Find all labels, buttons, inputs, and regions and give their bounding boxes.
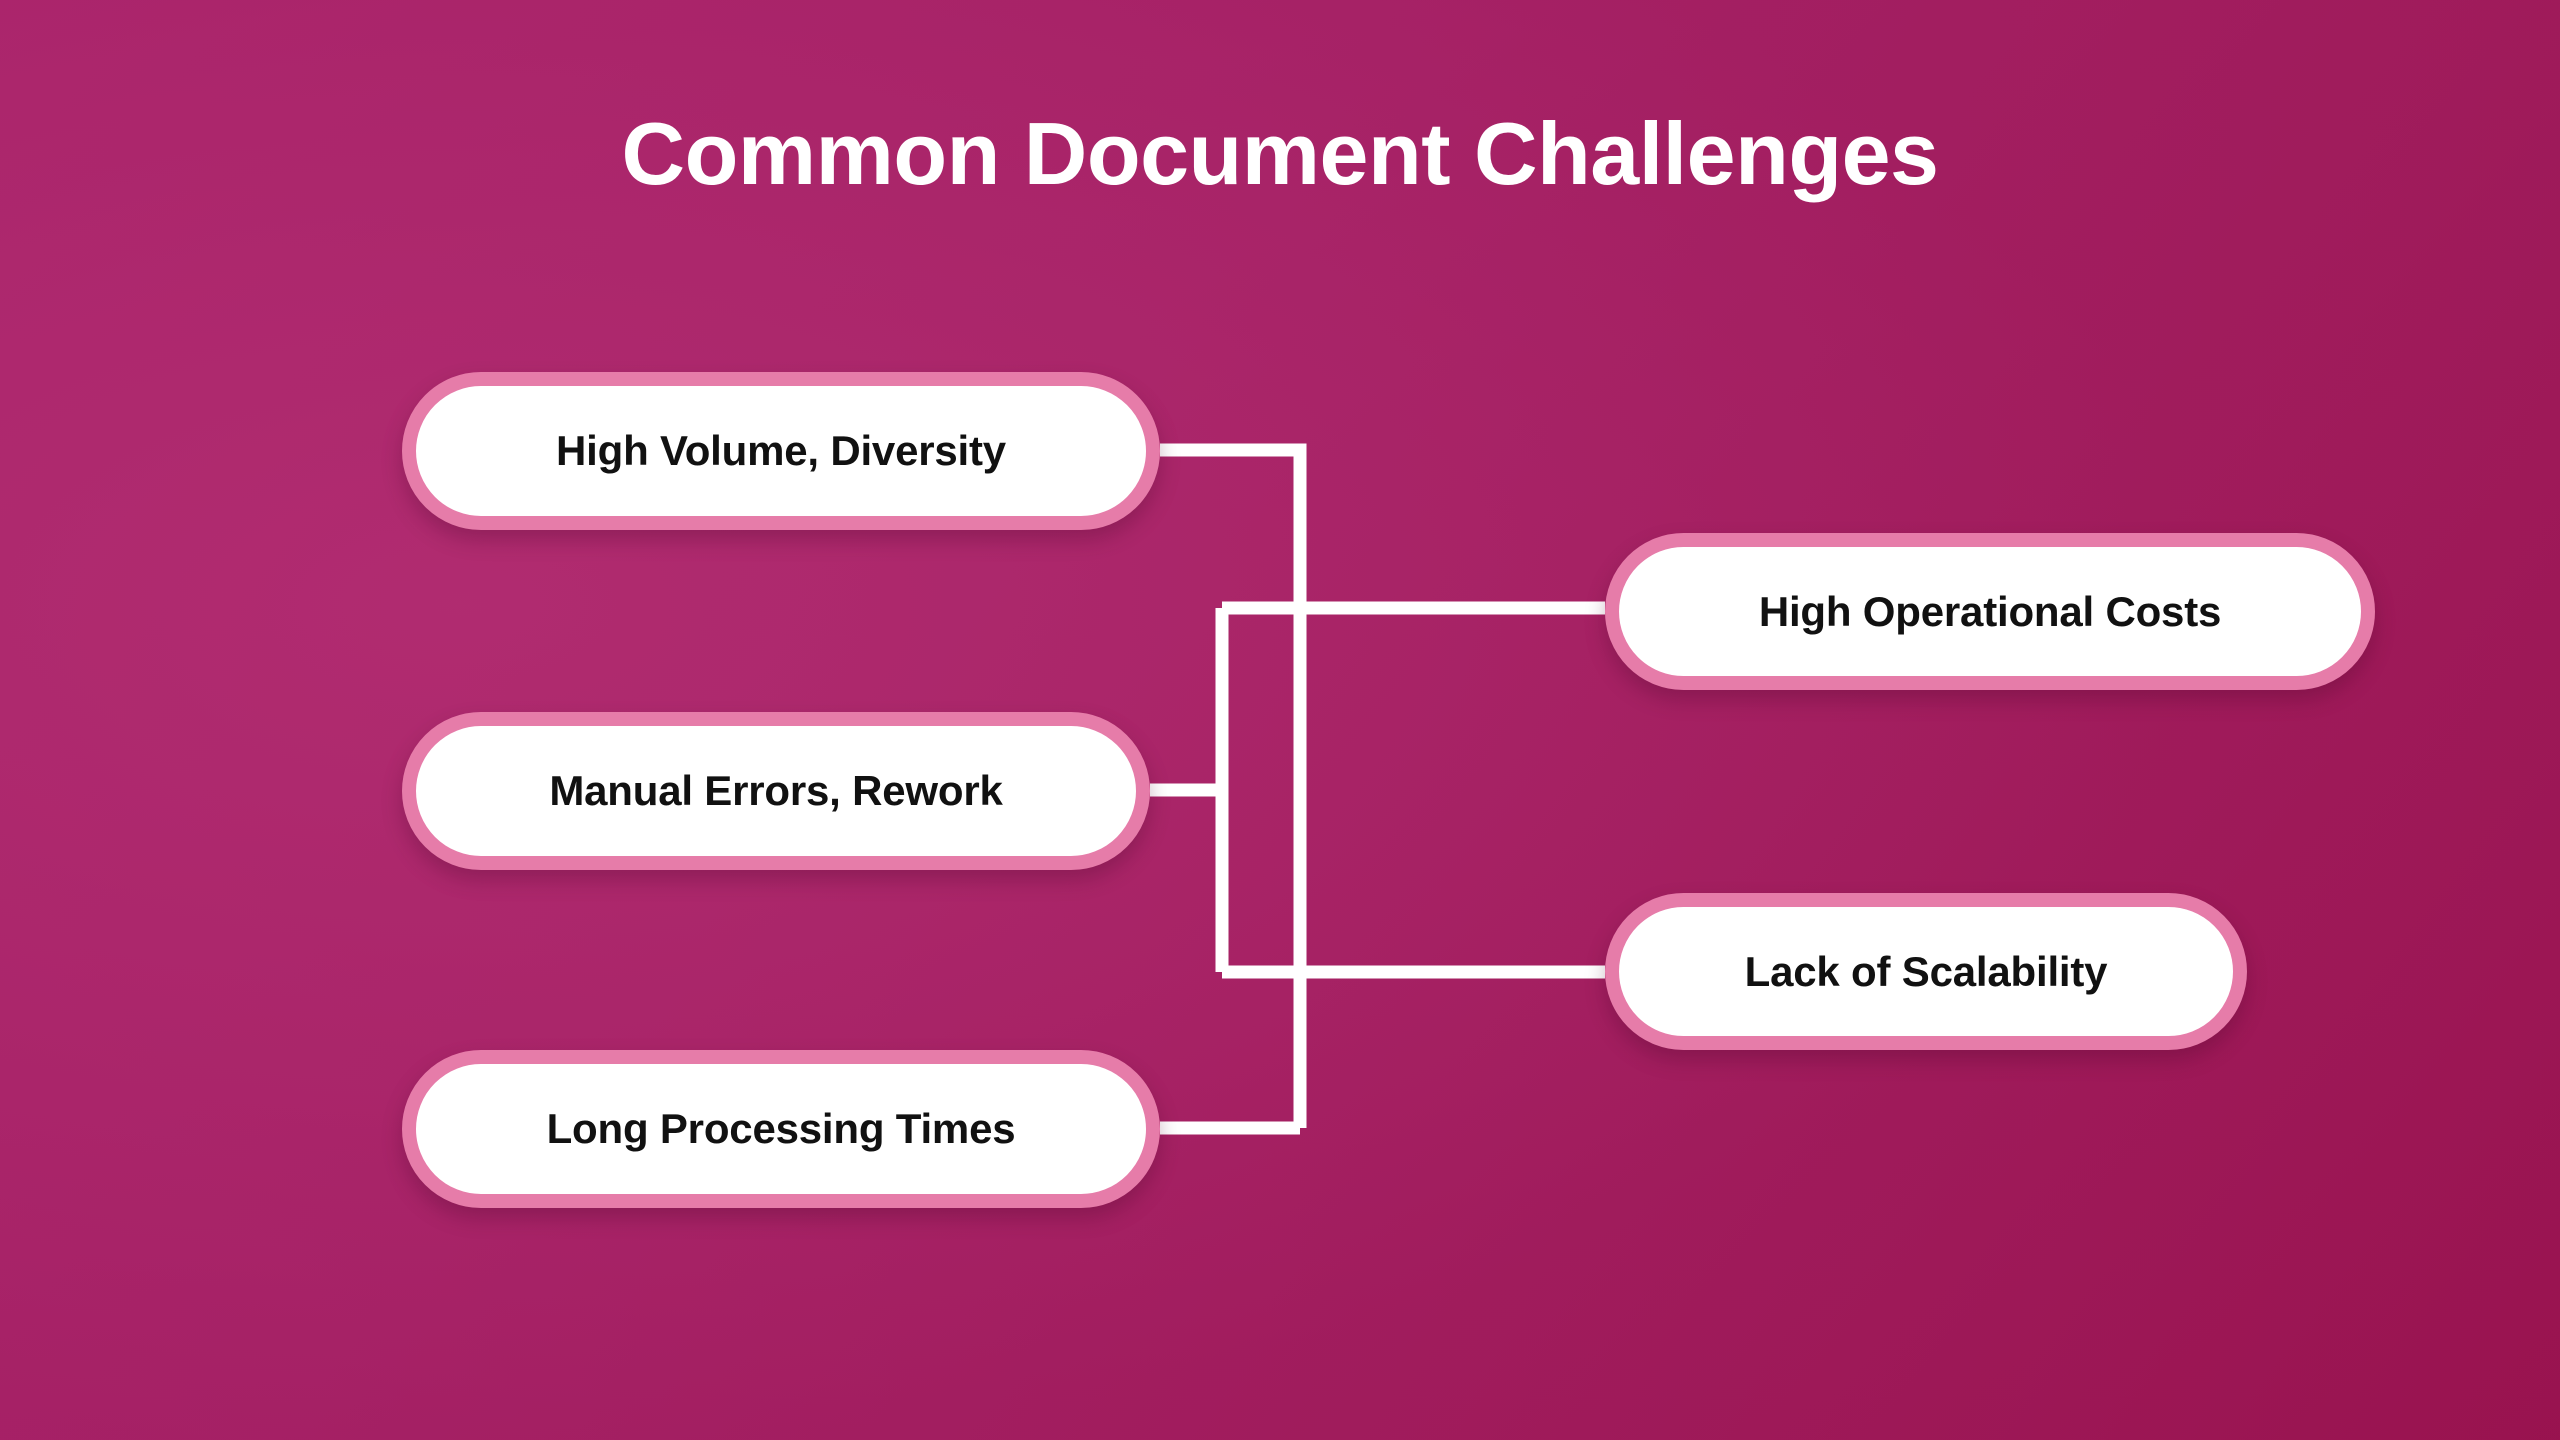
- page-title: Common Document Challenges: [621, 104, 1939, 203]
- cause-pill-long-processing[interactable]: Long Processing Times: [402, 1050, 1160, 1208]
- cause-pill-high-volume[interactable]: High Volume, Diversity: [402, 372, 1160, 530]
- effect-label-operational-costs: High Operational Costs: [1758, 587, 2222, 635]
- cause-pill-manual-errors[interactable]: Manual Errors, Rework: [402, 712, 1150, 870]
- effect-pill-operational-costs[interactable]: High Operational Costs: [1605, 533, 2375, 690]
- cause-label-long-processing: Long Processing Times: [546, 1105, 1016, 1152]
- effect-label-lack-scalability: Lack of Scalability: [1744, 947, 2108, 995]
- cause-label-high-volume: High Volume, Diversity: [556, 427, 1006, 474]
- effect-pill-lack-scalability[interactable]: Lack of Scalability: [1605, 893, 2247, 1050]
- connector-left-bus: [1160, 443, 1307, 1128]
- cause-label-manual-errors: Manual Errors, Rework: [549, 767, 1003, 814]
